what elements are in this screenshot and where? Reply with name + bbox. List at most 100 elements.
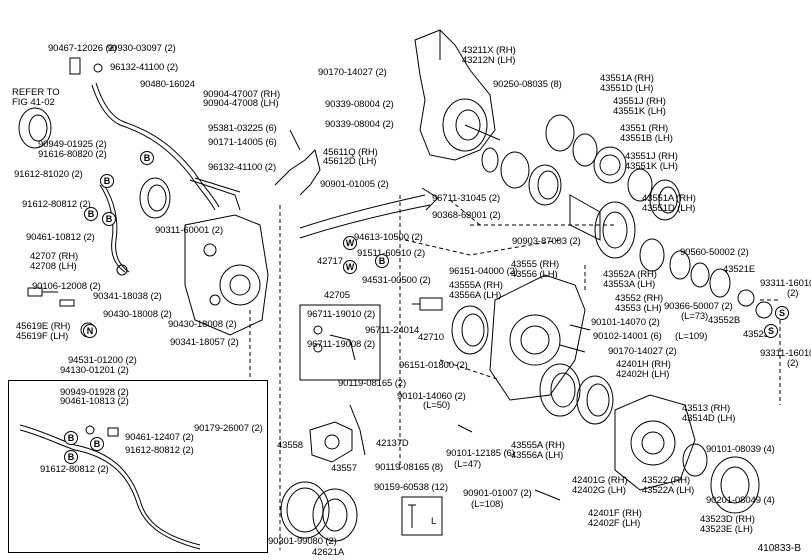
part-label-l78: 90102-14001 (6) [593,331,662,342]
part-label-l14: 45612D (LH) [323,156,377,167]
part-label-l41: 43551D (LH) [600,83,654,94]
part-label-l30: 94531-01200 (2) [68,355,137,366]
part-label-l26: 45619E (RH) [16,321,71,332]
callout-marker-mB2: B [100,174,114,188]
callout-marker-mB6: B [64,431,78,445]
part-label-l73: 90366-50007 (2) [664,301,733,312]
part-label-l19: 90461-10812 (2) [26,232,95,243]
inset-detail-box [8,380,268,553]
part-label-l104: (L=47) [454,459,482,470]
part-label-l7: 90904-47007 (RH) [203,89,281,100]
callout-marker-mN1: N [83,324,97,338]
part-label-l48: 43551A (RH) [642,193,696,204]
part-label-l56: 43555A (RH) [449,280,503,291]
bolt-length-letter: L [431,516,437,527]
part-label-l33: 43211X (RH) [462,45,516,56]
part-label-l55: 96151-04000 (2) [449,266,518,277]
part-label-l12: 90171-14005 (6) [208,137,277,148]
part-label-l34: 43212N (LH) [462,55,516,66]
part-label-l31: 94130-01201 (2) [60,365,129,376]
part-label-l99: 43555A (RH) [511,440,565,451]
part-label-l102: 43514D (LH) [682,413,736,424]
part-label-l20: 90311-60001 (2) [155,225,224,236]
refer-line-2: FIG 41-02 [12,97,55,108]
part-label-l107: 43522 (RH) [642,475,691,486]
part-label-l9: 95381-03225 (6) [208,123,277,134]
part-label-l16: 96132-41100 (2) [208,162,277,173]
part-label-l65: (2) [787,288,799,299]
part-label-l61: 43521E [723,264,756,275]
part-label-l94: 90179-26007 (2) [194,423,263,434]
refer-line-1: REFER TO [12,87,60,98]
part-label-l52: 91511-60510 (2) [357,248,426,259]
part-label-l98: 90119-08165 (8) [375,462,444,473]
callout-marker-mB1: B [140,151,154,165]
part-label-l115: 43523D (RH) [700,514,755,525]
part-label-l36: 90339-08004 (2) [325,99,394,110]
part-label-l75: 43552B [708,315,741,326]
part-label-l53: 94531-00500 (2) [362,275,431,286]
part-label-l106: 42402G (LH) [572,485,626,496]
part-label-l2: 90930-03097 (2) [107,43,176,54]
part-label-l23: 90106-12008 (2) [32,281,101,292]
part-label-l66: 42705 [324,290,350,301]
callout-marker-mB7: B [90,437,104,451]
callout-marker-mS1: S [775,306,789,320]
part-label-l28: 90430-18008 (2) [168,319,237,330]
part-label-l97: 43557 [331,463,357,474]
part-label-l69: 96711-24014 [365,325,420,336]
part-label-l3: 96132-41100 (2) [110,62,179,73]
part-label-l112: (L=108) [471,499,504,510]
part-label-l32: 90170-14027 (2) [318,67,387,78]
part-label-l118: 90301-99080 (2) [268,536,337,547]
part-label-l29: 90341-18057 (2) [170,337,239,348]
callout-marker-mB5: B [375,254,389,268]
part-label-l68: 96711-19008 (2) [307,339,376,350]
callout-marker-mB4: B [102,212,116,226]
part-label-l81: (2) [787,358,799,369]
part-label-l59: 43556 (LH) [511,269,558,280]
part-label-l84: 42401H (RH) [616,359,671,370]
part-label-l108: 43522A (LH) [642,485,695,496]
part-label-l74: (L=73) [681,311,709,322]
part-label-l54: 90903-87003 (2) [512,236,581,247]
part-label-l100: 43556A (LH) [511,450,564,461]
part-label-l42: 43551J (RH) [613,96,666,107]
part-label-l87: 90101-14060 (2) [397,391,466,402]
part-label-l119: 42621A [312,547,345,558]
part-label-l76: 43523C [743,329,776,340]
diagram-code: 410833-B [757,543,801,554]
callout-marker-mW2: W [343,260,357,274]
part-label-l95: 43558 [277,440,303,451]
part-label-l44: 43551 (RH) [620,123,669,134]
callout-marker-mB3: B [84,207,98,221]
part-label-l92: 91612-80812 (2) [125,445,194,456]
refer-note: REFER TO FIG 41-02 [12,88,60,108]
part-label-l109: 90101-08039 (4) [706,444,775,455]
part-label-l8: 90904-47008 (LH) [203,98,279,109]
part-label-l1: 90467-12026 (2) [48,43,117,54]
part-label-l77: 90101-14070 (2) [591,317,660,328]
part-label-l85: 42402H (LH) [616,369,670,380]
part-label-l49: 43551D (LH) [642,203,696,214]
part-label-l43: 43551K (LH) [613,106,666,117]
part-label-l38: 96711-31045 (2) [432,193,501,204]
part-label-l64: 93311-16010 [760,278,811,289]
part-label-l11: 91616-80820 (2) [38,149,107,160]
part-label-l47: 43551K (LH) [625,161,678,172]
part-label-l37: 90339-08004 (2) [325,119,394,130]
part-label-l114: 42402F (LH) [588,518,641,529]
part-label-l86: 90119-08165 (2) [338,378,407,389]
part-label-l103: 90101-12185 (6) [446,448,515,459]
part-label-l93: 91612-80812 (2) [40,464,109,475]
part-label-l57: 43556A (LH) [449,290,502,301]
part-label-l35: 90250-08035 (8) [493,79,562,90]
part-label-l6: 90480-16024 [140,79,195,90]
part-label-l17: 90901-01005 (2) [320,179,389,190]
part-label-l10: 90949-01925 (2) [38,139,107,150]
part-label-l91: 90461-12407 (2) [125,432,194,443]
callout-marker-mB8: B [64,450,78,464]
part-label-l90: 90461-10813 (2) [60,396,129,407]
